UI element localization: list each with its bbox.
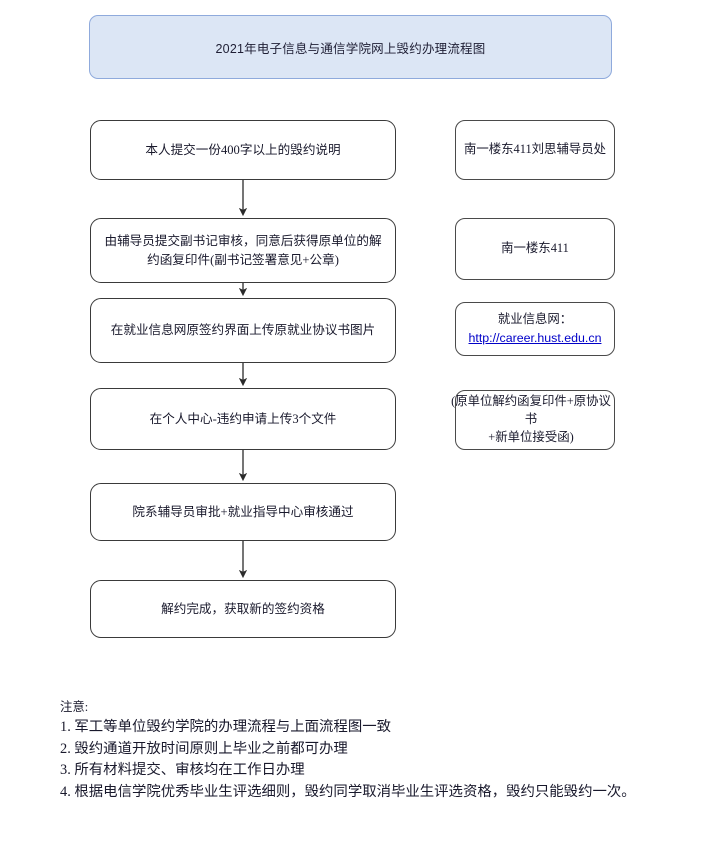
footer-notes: 注意: 1. 军工等单位毁约学院的办理流程与上面流程图一致 2. 毁约通道开放时… xyxy=(60,698,700,804)
side-note-1[interactable]: 南一楼东411刘思辅导员处 xyxy=(455,120,615,180)
flow-step-4[interactable]: 在个人中心-违约申请上传3个文件 xyxy=(90,388,396,450)
flow-step-2[interactable]: 由辅导员提交副书记审核，同意后获得原单位的解约函复印件(副书记签署意见+公章) xyxy=(90,218,396,283)
flow-step-6-label: 解约完成，获取新的签约资格 xyxy=(161,601,325,616)
footer-note-line: 2. 毁约通道开放时间原则上毕业之前都可办理 xyxy=(60,740,348,757)
flow-step-3[interactable]: 在就业信息网原签约界面上传原就业协议书图片 xyxy=(90,298,396,363)
flow-step-4-label: 在个人中心-违约申请上传3个文件 xyxy=(149,411,337,426)
career-site-link[interactable]: http://career.hust.edu.cn xyxy=(468,331,602,345)
footer-note-line: 4. 根据电信学院优秀毕业生评选细则，毁约同学取消毕业生评选资格，毁约只能毁约一… xyxy=(60,784,636,801)
flow-step-1[interactable]: 本人提交一份400字以上的毁约说明 xyxy=(90,120,396,180)
flow-step-5[interactable]: 院系辅导员审批+就业指导中心审核通过 xyxy=(90,483,396,541)
side-note-3-label: 就业信息网： xyxy=(497,312,573,327)
side-note-2[interactable]: 南一楼东411 xyxy=(455,218,615,280)
flow-step-6[interactable]: 解约完成，获取新的签约资格 xyxy=(90,580,396,638)
side-note-1-label: 南一楼东411刘思辅导员处 xyxy=(463,142,607,156)
side-note-2-label: 南一楼东411 xyxy=(501,241,569,255)
side-note-3[interactable]: 就业信息网： http://career.hust.edu.cn xyxy=(455,302,615,356)
flow-step-5-label: 院系辅导员审批+就业指导中心审核通过 xyxy=(132,504,354,519)
flowchart-title-banner: 2021年电子信息与通信学院网上毁约办理流程图 xyxy=(89,15,612,79)
side-note-4[interactable]: (原单位解约函复印件+原协议书 +新单位接受函) xyxy=(451,390,615,450)
notes-heading: 注意: xyxy=(60,700,89,714)
flow-step-1-label: 本人提交一份400字以上的毁约说明 xyxy=(145,142,341,157)
footer-note-line: 3. 所有材料提交、审核均在工作日办理 xyxy=(60,762,305,779)
flow-step-3-label: 在就业信息网原签约界面上传原就业协议书图片 xyxy=(110,323,376,338)
footer-note-line: 1. 军工等单位毁约学院的办理流程与上面流程图一致 xyxy=(60,718,391,735)
side-note-4-label: (原单位解约函复印件+原协议书 +新单位接受函) xyxy=(451,394,611,444)
employment-site-note: 就业信息网： http://career.hust.edu.cn xyxy=(469,310,602,347)
flow-step-2-label: 由辅导员提交副书记审核，同意后获得原单位的解约函复印件(副书记签署意见+公章) xyxy=(104,234,382,267)
page-title: 2021年电子信息与通信学院网上毁约办理流程图 xyxy=(215,41,486,56)
